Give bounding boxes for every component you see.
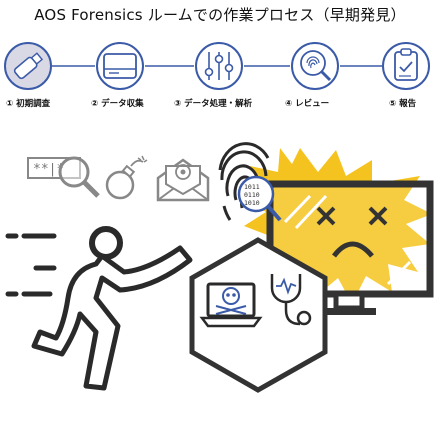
password-search-icon: **|* — [27, 156, 100, 198]
step-3-sliders-icon — [195, 42, 243, 90]
broken-monitor-icon — [266, 180, 434, 315]
skull-hexagon — [189, 237, 328, 393]
step-1-usb-drive-icon — [4, 42, 52, 90]
password-mask: **|* — [33, 162, 64, 177]
process-flow — [4, 42, 430, 90]
step-label-3: ③ データ処理・解析 — [174, 99, 253, 109]
skull-laptop-icon — [199, 282, 263, 328]
step-4-fingerprint-search-icon — [291, 42, 339, 90]
binary-line-3: 1010 — [244, 199, 260, 207]
stethoscope-heartbeat-icon — [270, 274, 312, 326]
mail-target-icon — [156, 158, 210, 202]
step-label-1: ① 初期調査 — [6, 99, 51, 109]
step-label-5: ⑤ 報告 — [389, 99, 417, 109]
step-label-2: ② データ収集 — [91, 99, 144, 109]
running-person-icon — [5, 226, 193, 391]
binary-line-1: 1011 — [244, 183, 260, 191]
step-5-clipboard-check-icon — [382, 42, 430, 90]
step-label-4: ④ レビュー — [285, 99, 330, 109]
bomb-icon — [105, 155, 148, 200]
page-title: AOS Forensics ルームでの作業プロセス（早期発見） — [34, 6, 406, 24]
binary-line-2: 0110 — [244, 191, 260, 199]
fingerprint-binary-icon: 1011 0110 1010 — [218, 142, 282, 222]
step-2-hard-drive-icon — [96, 42, 144, 90]
